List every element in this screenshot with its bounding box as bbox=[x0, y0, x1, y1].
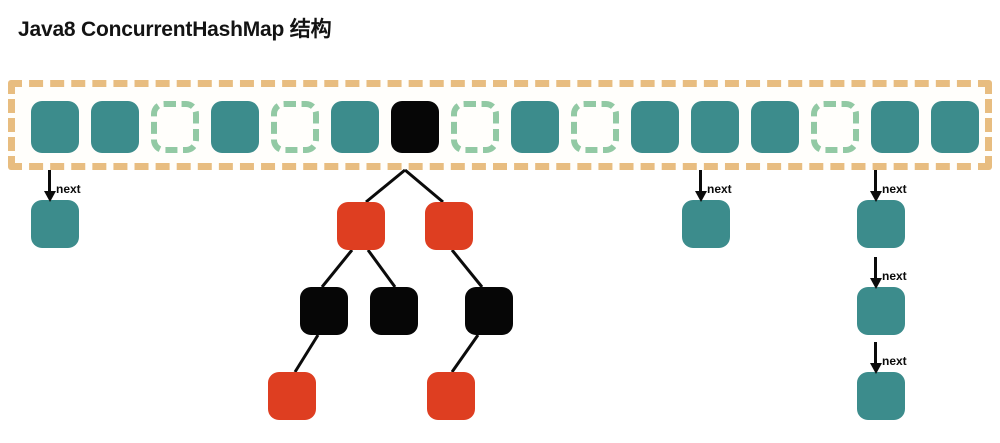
chain-bucket-14-node-0[interactable] bbox=[857, 200, 905, 248]
arrow-head-icon bbox=[44, 191, 56, 202]
tree-edge-1 bbox=[404, 168, 444, 204]
bucket-cell-14[interactable] bbox=[871, 101, 919, 153]
bucket-cell-15[interactable] bbox=[931, 101, 979, 153]
bucket-cell-11[interactable] bbox=[691, 101, 739, 153]
red-black-tree-bucket-6-node-t3[interactable] bbox=[300, 287, 348, 335]
bucket-cell-7[interactable] bbox=[451, 101, 499, 153]
arrow-head-icon bbox=[870, 191, 882, 202]
hash-bucket-array bbox=[8, 80, 992, 170]
bucket-cell-12[interactable] bbox=[751, 101, 799, 153]
arrow-shaft bbox=[874, 342, 877, 366]
red-black-tree-bucket-6-node-t2[interactable] bbox=[425, 202, 473, 250]
chain-bucket-10-node-0[interactable] bbox=[682, 200, 730, 248]
bucket-cell-6[interactable] bbox=[391, 101, 439, 153]
bucket-cell-4[interactable] bbox=[271, 101, 319, 153]
bucket-cell-3[interactable] bbox=[211, 101, 259, 153]
next-label: next bbox=[882, 269, 907, 283]
bucket-cell-0[interactable] bbox=[31, 101, 79, 153]
red-black-tree-bucket-6-node-t1[interactable] bbox=[337, 202, 385, 250]
chain-bucket-14-next-arrow-2: next bbox=[870, 342, 907, 376]
red-black-tree-bucket-6-node-t7[interactable] bbox=[427, 372, 475, 420]
red-black-tree-bucket-6-node-t6[interactable] bbox=[268, 372, 316, 420]
page-title: Java8 ConcurrentHashMap 结构 bbox=[18, 18, 332, 41]
arrow-shaft bbox=[48, 170, 51, 194]
next-label: next bbox=[707, 182, 732, 196]
next-label: next bbox=[56, 182, 81, 196]
bucket-cell-13[interactable] bbox=[811, 101, 859, 153]
chain-bucket-14-next-arrow-0: next bbox=[870, 170, 907, 204]
red-black-tree-bucket-6-node-t5[interactable] bbox=[465, 287, 513, 335]
chain-bucket-14-node-1[interactable] bbox=[857, 287, 905, 335]
bucket-cell-2[interactable] bbox=[151, 101, 199, 153]
bucket-cell-10[interactable] bbox=[631, 101, 679, 153]
tree-edge-0 bbox=[365, 168, 406, 204]
tree-edge-6 bbox=[450, 334, 480, 373]
bucket-cell-8[interactable] bbox=[511, 101, 559, 153]
arrow-head-icon bbox=[870, 363, 882, 374]
bucket-cell-1[interactable] bbox=[91, 101, 139, 153]
bucket-cell-9[interactable] bbox=[571, 101, 619, 153]
tree-edge-4 bbox=[450, 249, 484, 288]
next-label: next bbox=[882, 354, 907, 368]
chain-bucket-0-next-arrow-0: next bbox=[44, 170, 81, 204]
tree-edge-5 bbox=[293, 334, 320, 373]
arrow-head-icon bbox=[870, 278, 882, 289]
chain-bucket-10-next-arrow-0: next bbox=[695, 170, 732, 204]
tree-edge-2 bbox=[320, 249, 354, 288]
chain-bucket-14-next-arrow-1: next bbox=[870, 257, 907, 291]
tree-edge-3 bbox=[366, 249, 397, 288]
next-label: next bbox=[882, 182, 907, 196]
chain-bucket-14-node-2[interactable] bbox=[857, 372, 905, 420]
arrow-shaft bbox=[874, 257, 877, 281]
red-black-tree-bucket-6-node-t4[interactable] bbox=[370, 287, 418, 335]
arrow-shaft bbox=[699, 170, 702, 194]
arrow-head-icon bbox=[695, 191, 707, 202]
arrow-shaft bbox=[874, 170, 877, 194]
bucket-cell-5[interactable] bbox=[331, 101, 379, 153]
chain-bucket-0-node-0[interactable] bbox=[31, 200, 79, 248]
